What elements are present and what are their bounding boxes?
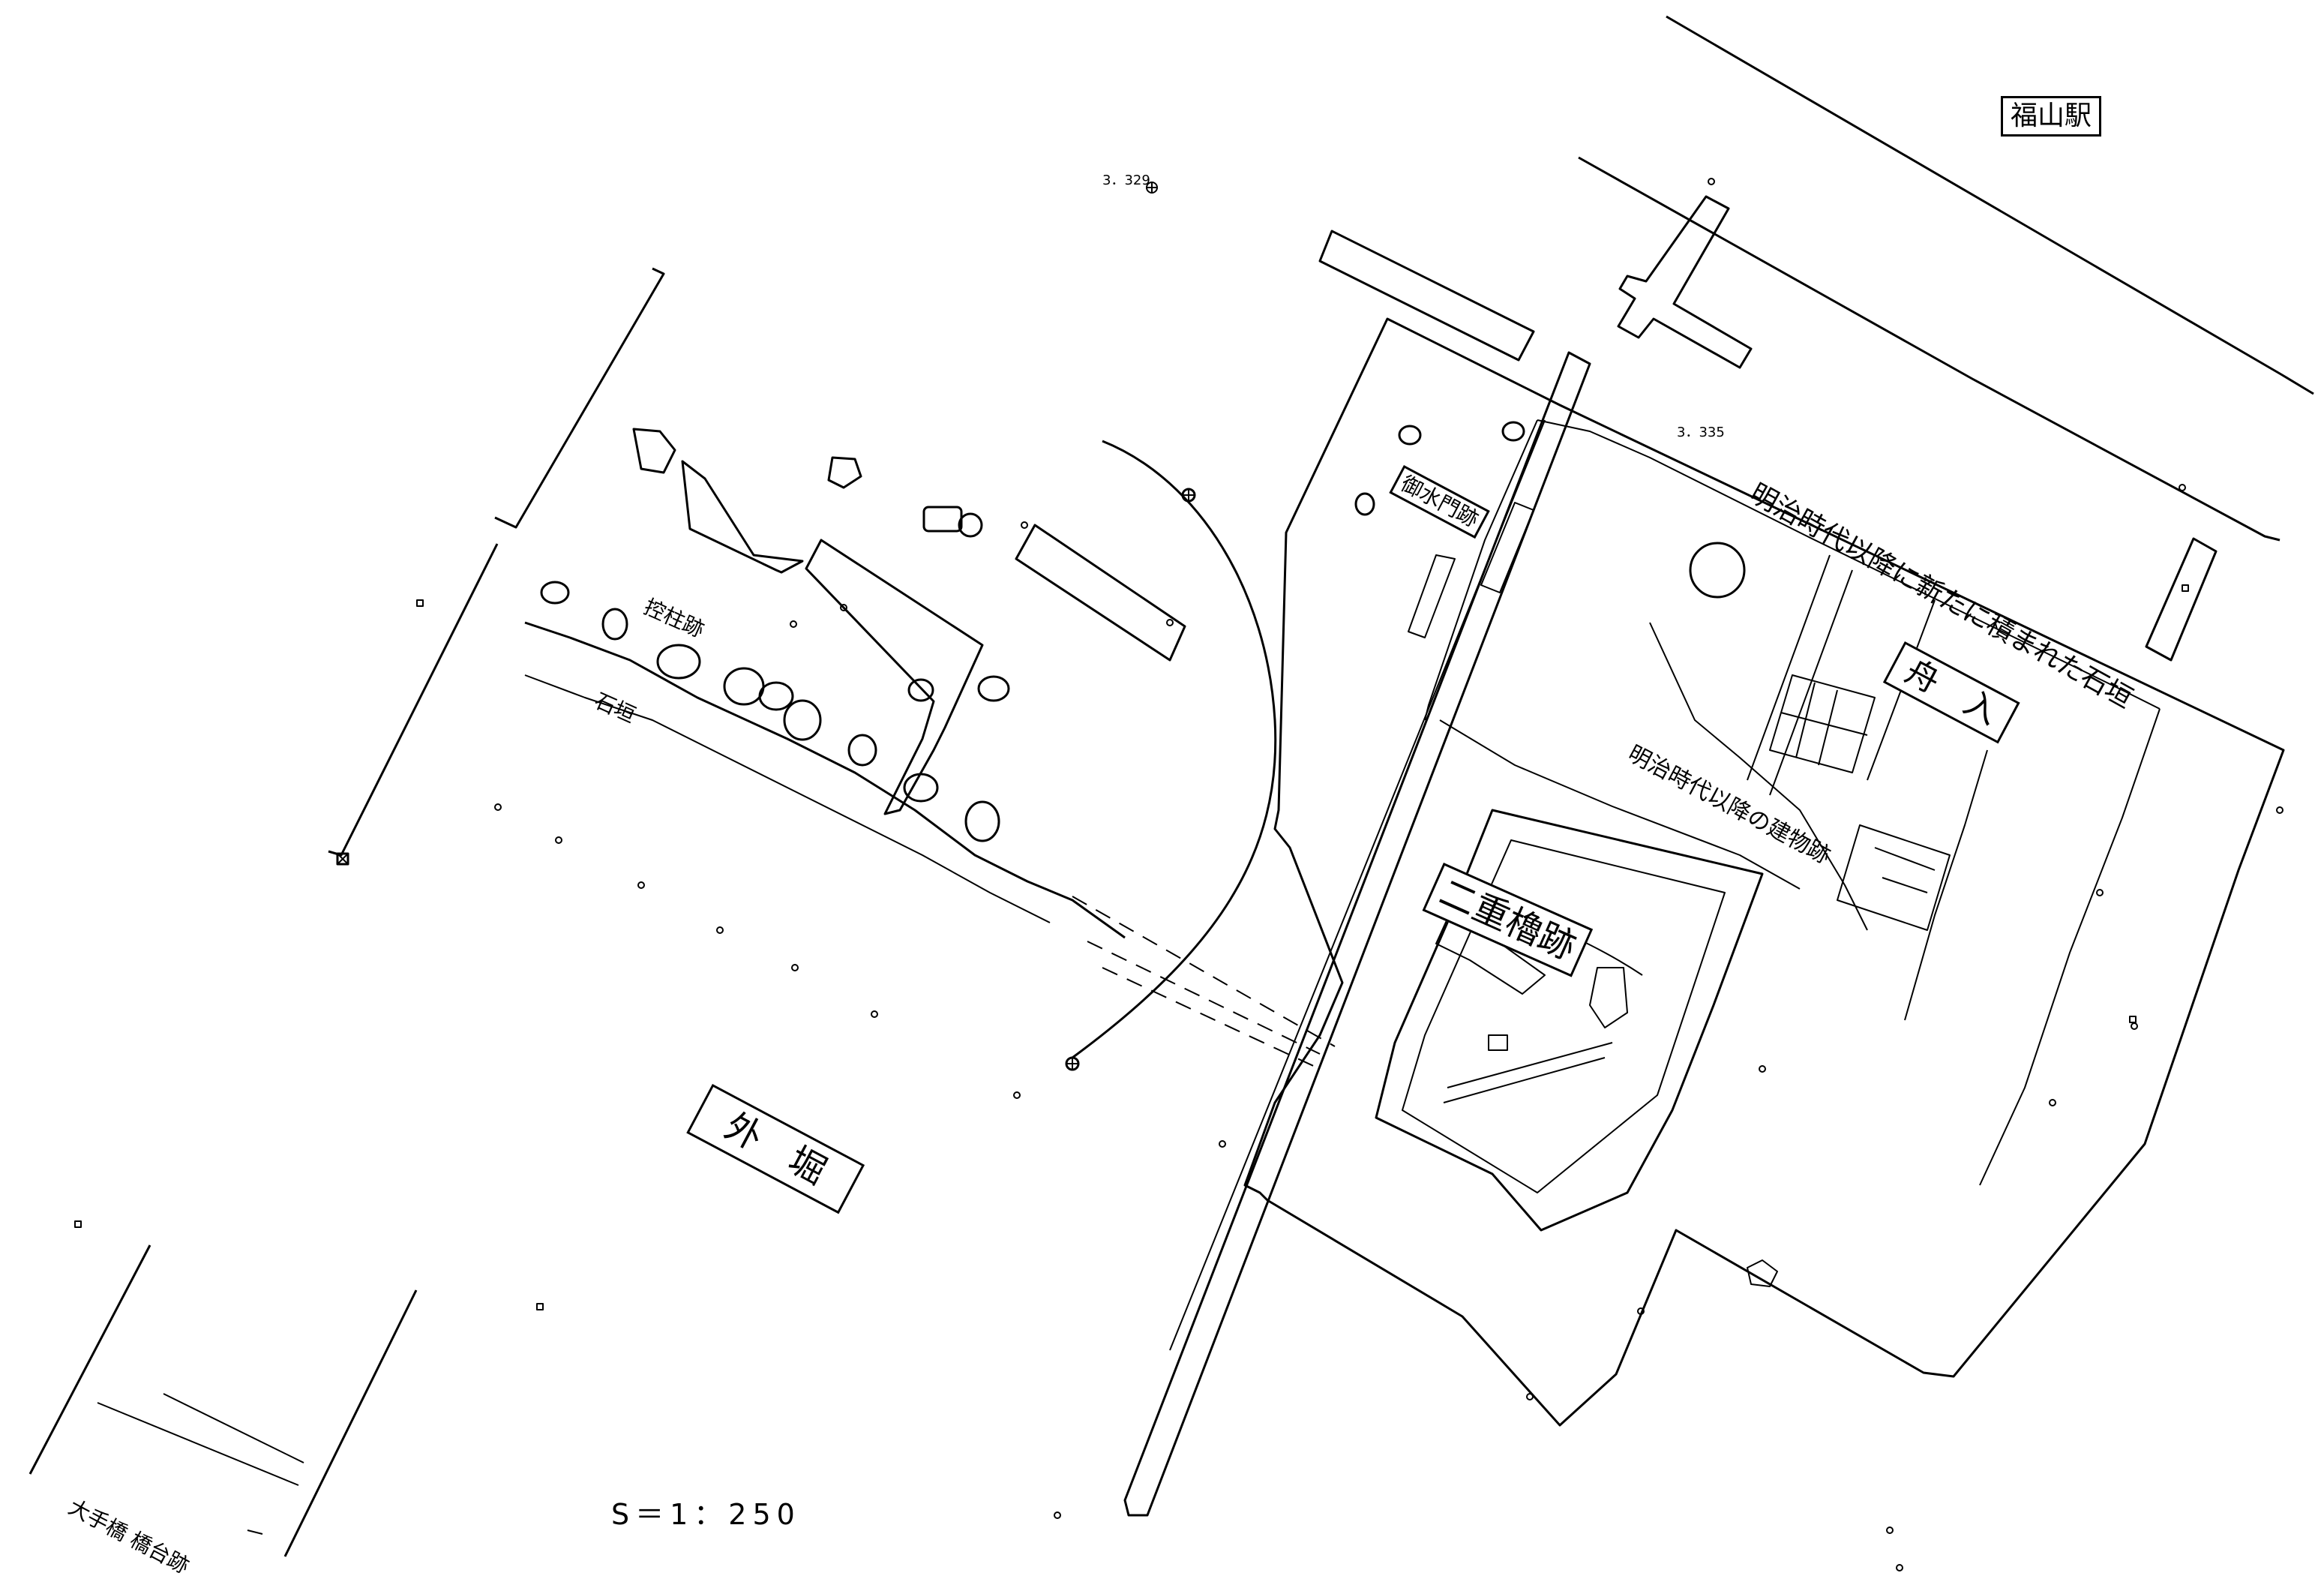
west-block-3 — [1015, 524, 1186, 662]
causeway-inner — [1169, 419, 1546, 1351]
feature-c — [922, 506, 963, 533]
boat-basin-wall — [1649, 622, 1868, 931]
ootebashi-line-1 — [97, 1402, 299, 1486]
station-label: 福山駅 — [2001, 96, 2102, 137]
turret-feature-3 — [1443, 1042, 1613, 1103]
turret-feature-5 — [1589, 967, 1628, 1028]
west-block-1 — [681, 460, 804, 574]
excavation-outline — [1243, 317, 2285, 1427]
post-pit-3 — [656, 644, 701, 680]
stone-wall-line — [524, 621, 1126, 939]
feature-b — [827, 456, 862, 489]
well-circle — [1689, 542, 1746, 599]
ootebashi-line-3 — [247, 1529, 263, 1535]
post-pit-11 — [907, 678, 934, 702]
nw-long-block — [1318, 230, 1535, 362]
inner-wall-north — [1537, 419, 2161, 710]
turret-feature-4 — [1488, 1034, 1508, 1051]
post-pit-2 — [601, 608, 628, 641]
post-pit-7 — [847, 734, 877, 767]
west-block-2 — [805, 539, 984, 815]
post-pit-10 — [977, 675, 1010, 702]
boat-basin-wall-2 — [1904, 749, 1988, 1021]
railway-line — [1666, 15, 2314, 395]
survey-mark-moat-2 — [1065, 1056, 1080, 1071]
turret-platform-outer — [1375, 809, 1764, 1232]
elevation-label-3335: 3．335 — [1677, 425, 1725, 440]
survey-points — [74, 178, 2284, 1571]
gate-pit-3 — [1354, 492, 1375, 516]
gate-pit — [1398, 425, 1422, 446]
gate-pit-2 — [1501, 421, 1525, 442]
ootebashi-edge-1 — [28, 1244, 151, 1475]
feature-a — [632, 428, 676, 474]
inner-wall-east — [1979, 708, 2161, 1186]
post-pit-4 — [723, 667, 765, 706]
post-pit-8 — [903, 773, 939, 803]
post-pit-1 — [540, 581, 570, 605]
causeway — [1123, 351, 1591, 1517]
ootebashi-edge-2 — [283, 1289, 418, 1557]
east-small-block — [2145, 537, 2218, 662]
inner-wall-west — [1424, 419, 1538, 721]
se-structure — [1747, 1259, 1778, 1287]
feature-c-ring — [958, 512, 983, 538]
stone-wall-line-2 — [524, 674, 1051, 923]
gate-feature — [1480, 502, 1534, 593]
survey-box-west — [336, 852, 349, 866]
scale-label: S＝1：250 — [611, 1498, 801, 1531]
gate-feature-2 — [1408, 554, 1456, 638]
post-pit-9 — [964, 800, 1000, 842]
stone-wall-dashed — [1072, 896, 1336, 1070]
elevation-label-3329: 3．329 — [1102, 173, 1150, 188]
west-edge-line — [328, 267, 665, 857]
post-pit-5 — [758, 681, 794, 711]
survey-mark-moat-1 — [1181, 488, 1196, 503]
moat-curve — [1072, 440, 1277, 1059]
platform-line — [1578, 156, 2281, 542]
building-grid — [1769, 674, 1876, 773]
ootebashi-line-2 — [163, 1393, 304, 1463]
building-grid-2 — [1837, 824, 1951, 931]
post-pit-6 — [783, 699, 822, 741]
turret-platform-inner — [1402, 839, 1726, 1193]
north-structure — [1617, 195, 1753, 369]
inner-wall-south — [1439, 719, 1801, 890]
